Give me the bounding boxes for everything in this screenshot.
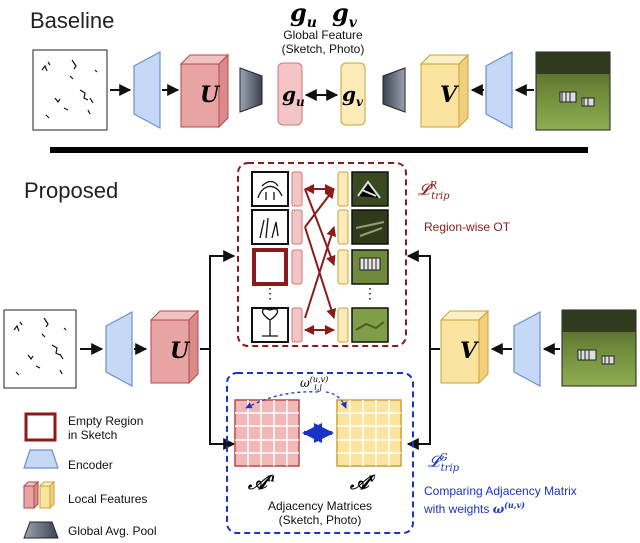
compare-adjacency-text: Comparing Adjacency Matrix with weights … [424,484,577,516]
l-trip-g-label: 𝓛Gtrip [428,452,460,475]
proposed-u-label: U [170,338,190,364]
proposed-sketch-image [3,309,77,389]
legend-local-features-label: Local Features [68,492,148,506]
proposed-v-cube [439,309,490,385]
g-v-feature [340,62,366,126]
legend-encoder-label: Encoder [68,458,113,472]
g-u-inner-label: gu [282,82,305,109]
sketch-local-features [291,171,303,343]
proposed-photo-image [561,309,637,387]
baseline-v-cube [419,53,470,129]
global-feature-caption: Global Feature (Sketch, Photo) [281,28,365,56]
adjacency-matrix-u [234,399,300,467]
arrow [325,391,347,409]
global-pool-shape [239,67,263,113]
sketch-patches: ⋮ [251,171,289,343]
baseline-title: Baseline [30,8,115,33]
l-trip-r-label: 𝓛Rtrip [418,180,450,203]
g-u-feature [277,62,303,126]
encoder-shape [133,50,161,130]
encoder-shape [513,310,541,388]
photo-local-features [337,171,349,343]
global-pool-shape [382,67,406,113]
adjacency-box [226,372,414,534]
baseline-u-cube [179,53,230,129]
baseline-v-label: V [440,82,458,108]
legend-global-pool-label: Global Avg. Pool [68,524,157,538]
g-u-heading: gu [290,0,317,31]
encoder-shape [485,50,513,130]
baseline-u-label: U [200,82,220,108]
ot-matching-arrows [304,184,337,335]
svg-text:⋮: ⋮ [363,285,377,301]
baseline-photo-image [535,51,611,131]
arrow [245,391,319,409]
legend-empty-region-label: Empty Region in Sketch [68,414,144,442]
proposed-u-cube [149,309,200,385]
g-v-heading: gv [332,0,357,31]
g-v-inner-label: gv [342,82,363,109]
encoder-shape [105,310,133,388]
adjacency-caption: Adjacency Matrices (Sketch, Photo) [267,499,373,527]
arrow [406,250,440,350]
legend-local-features-swatch [22,480,56,510]
baseline-sketch-image [32,49,108,131]
proposed-title: Proposed [24,178,119,203]
legend-pool-swatch [23,521,59,539]
proposed-v-label: V [460,338,478,364]
a-u-label: 𝒜u [248,470,275,494]
arrow [200,250,236,350]
section-divider [50,147,588,153]
photo-patches: ⋮ [351,171,389,343]
legend-empty-region-swatch [24,412,57,442]
region-ot-label: Region-wise OT [424,220,511,234]
legend-encoder-swatch [23,449,59,469]
arrow [209,349,236,450]
svg-text:⋮: ⋮ [263,285,277,301]
region-ot-box [237,162,407,347]
adjacency-matrix-v [336,399,402,467]
arrow [406,349,431,450]
omega-ij-label: ω(u,v)i,j [300,375,329,393]
a-v-label: 𝒜v [350,470,376,494]
